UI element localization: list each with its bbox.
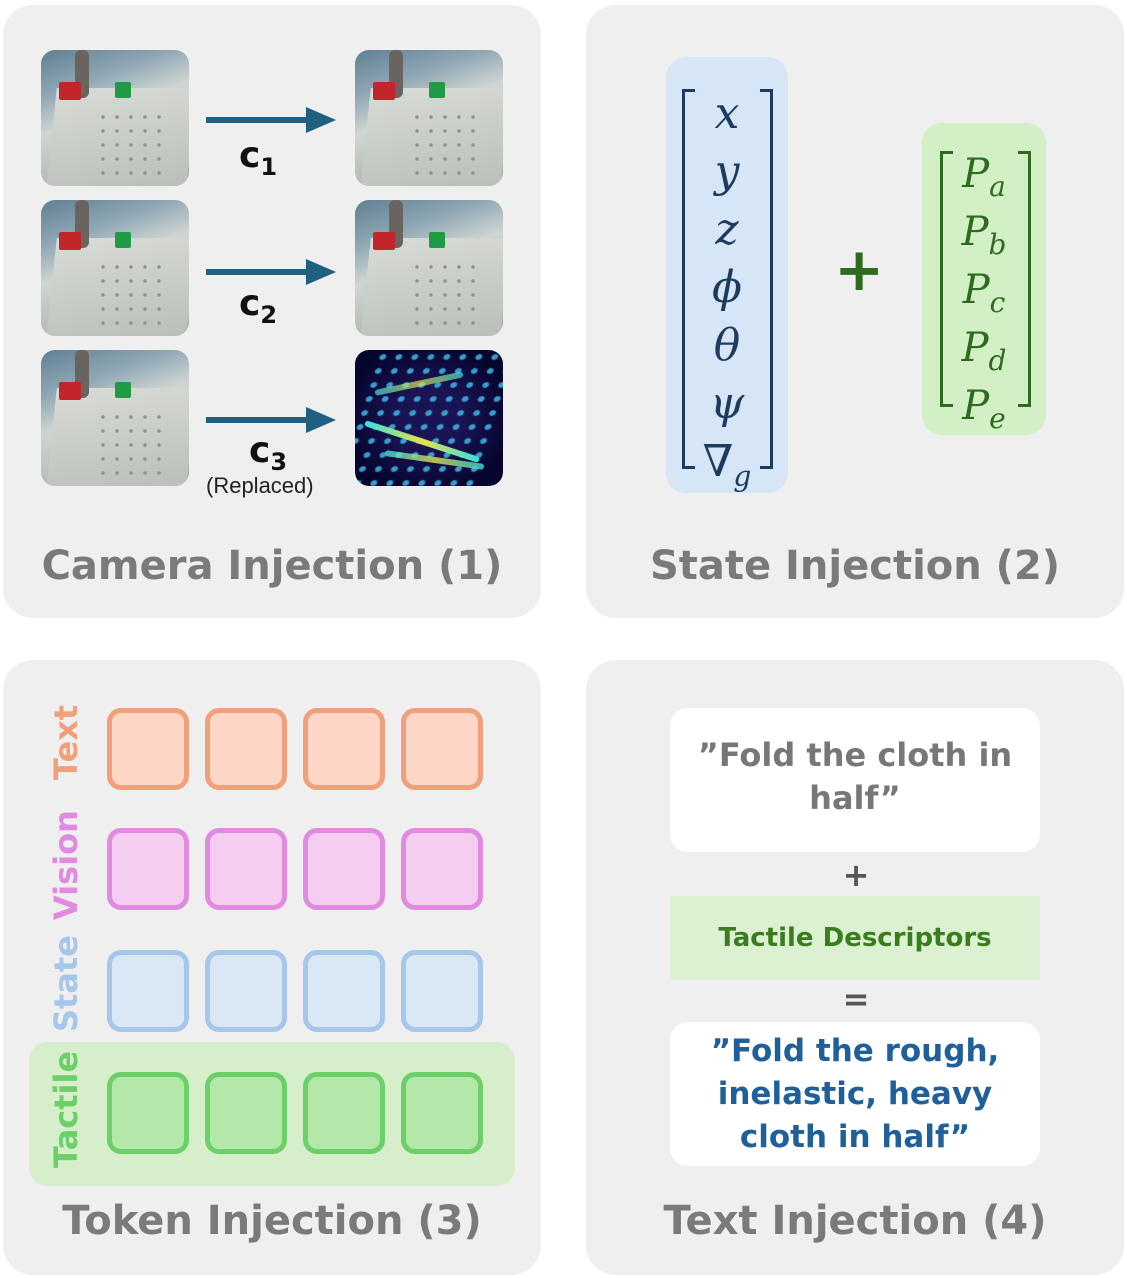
camera-frame-2-output: [355, 200, 503, 336]
tactile-token: [401, 1072, 483, 1154]
tactile-token: [107, 1072, 189, 1154]
state-theta: θ: [713, 320, 741, 371]
row-label-state: State: [47, 935, 85, 1032]
camera-label-c1: c1: [239, 135, 278, 182]
plus-operator: +: [842, 856, 870, 894]
tactile-state-vector: Pa Pb Pc Pd Pe: [922, 123, 1046, 435]
state-injection-panel: x y z ϕ θ ψ ∇g + Pa Pb Pc Pd Pe State In…: [586, 5, 1124, 618]
arrow-icon: [206, 107, 336, 133]
text-token: [205, 708, 287, 790]
equals-operator: =: [842, 980, 870, 1018]
state-phi: ϕ: [712, 262, 742, 313]
camera-frame-2: [41, 200, 189, 336]
row-label-text: Text: [47, 704, 85, 780]
state-x: x: [714, 88, 740, 139]
panel-title-camera: Camera Injection (1): [41, 543, 503, 589]
camera-label-c2: c2: [239, 283, 278, 330]
state-token: [107, 950, 189, 1032]
tactile-token: [303, 1072, 385, 1154]
vision-token: [401, 828, 483, 910]
text-token: [107, 708, 189, 790]
camera-label-c3: c3: [249, 430, 288, 477]
vision-token: [303, 828, 385, 910]
state-gradient: ∇g: [702, 436, 752, 493]
row-label-tactile: Tactile: [47, 1050, 85, 1168]
tactile-pb: Pb: [961, 209, 1007, 261]
camera-frame-1: [41, 50, 189, 186]
panel-title-token: Token Injection (3): [62, 1198, 482, 1244]
result-box: ”Fold the rough, inelastic, heavy cloth …: [670, 1022, 1040, 1166]
state-token: [401, 950, 483, 1032]
panel-title-state: State Injection (2): [649, 543, 1061, 589]
tactile-token: [205, 1072, 287, 1154]
vision-token: [205, 828, 287, 910]
tactile-pe: Pe: [962, 383, 1006, 435]
token-injection-panel: Text Vision State Tactile Token Injectio…: [3, 660, 541, 1275]
state-y: y: [714, 146, 740, 197]
state-token: [205, 950, 287, 1032]
text-token: [401, 708, 483, 790]
tactile-pc: Pc: [962, 267, 1006, 319]
tactile-descriptors-box: Tactile Descriptors: [670, 896, 1040, 980]
state-z: z: [715, 204, 739, 255]
replaced-note: (Replaced): [206, 473, 314, 498]
text-injection-panel: ”Fold the cloth in half” + Tactile Descr…: [586, 660, 1124, 1275]
camera-frame-1-output: [355, 50, 503, 186]
tactile-sensor-image: [355, 350, 503, 486]
row-label-vision: Vision: [47, 810, 85, 920]
state-token: [303, 950, 385, 1032]
panel-title-text: Text Injection (4): [663, 1198, 1047, 1244]
tactile-pd: Pd: [961, 325, 1007, 377]
state-psi: ψ: [709, 378, 745, 429]
arrow-icon: [206, 407, 336, 433]
tactile-pa: Pa: [962, 151, 1006, 203]
camera-frame-3: [41, 350, 189, 486]
arrow-icon: [206, 259, 336, 285]
instruction-box: ”Fold the cloth in half”: [670, 708, 1040, 852]
camera-injection-panel: c1 c2 c3 (Replaced) Camera Injection (1): [3, 5, 541, 618]
robot-state-vector: x y z ϕ θ ψ ∇g: [666, 57, 788, 493]
plus-operator: +: [834, 235, 885, 305]
vision-token: [107, 828, 189, 910]
text-token: [303, 708, 385, 790]
